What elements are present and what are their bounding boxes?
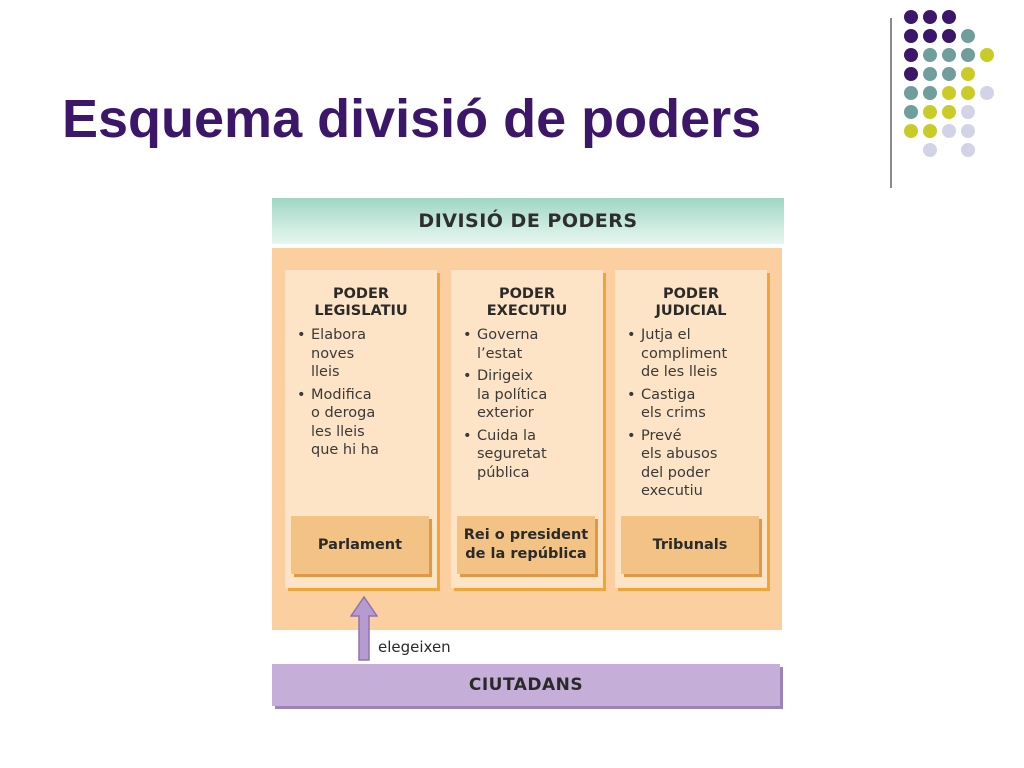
institution-box: Rei o president de la república	[457, 516, 595, 574]
decorative-dot	[923, 86, 937, 100]
diagram-header-text: DIVISIÓ DE PODERS	[418, 210, 638, 232]
powers-panel: PODER LEGISLATIU Elabora noves lleis Mod…	[272, 248, 782, 630]
column-executive: PODER EXECUTIU Governa l’estat Dirigeix …	[451, 270, 603, 588]
decorative-dot	[923, 105, 937, 119]
decorative-dot	[980, 48, 994, 62]
decorative-dot	[942, 105, 956, 119]
arrow-label: elegeixen	[378, 638, 451, 656]
institution-box: Parlament	[291, 516, 429, 574]
decorative-dot	[904, 105, 918, 119]
list-item: Elabora noves lleis	[295, 326, 435, 382]
citizens-bar: CIUTADANS	[272, 664, 780, 706]
decorative-dot	[961, 143, 975, 157]
list-item: Governa l’estat	[461, 326, 601, 363]
list-item: Castiga els crims	[625, 386, 765, 423]
column-legislative: PODER LEGISLATIU Elabora noves lleis Mod…	[285, 270, 437, 588]
decorative-dot	[923, 29, 937, 43]
decorative-dot	[961, 29, 975, 43]
column-title: PODER EXECUTIU	[486, 286, 568, 319]
decorative-divider-line	[890, 18, 892, 188]
decorative-dot	[923, 10, 937, 24]
decorative-dot	[961, 124, 975, 138]
decorative-dot	[942, 10, 956, 24]
decorative-dot	[942, 124, 956, 138]
decorative-dot	[904, 48, 918, 62]
decorative-dot	[923, 124, 937, 138]
decorative-dot	[904, 86, 918, 100]
citizens-label: CIUTADANS	[468, 675, 584, 695]
list-item: Prevé els abusos del poder executiu	[625, 427, 765, 501]
diagram-header: DIVISIÓ DE PODERS	[272, 198, 784, 244]
decorative-dot	[904, 10, 918, 24]
decorative-dot	[942, 48, 956, 62]
decorative-dot	[923, 143, 937, 157]
slide-title: Esquema divisió de poders	[62, 89, 762, 149]
decorative-dot	[942, 29, 956, 43]
decorative-dot	[904, 29, 918, 43]
institution-box: Tribunals	[621, 516, 759, 574]
decorative-dot	[904, 67, 918, 81]
list-item: Dirigeix la política exterior	[461, 367, 601, 423]
decorative-dot	[923, 67, 937, 81]
decorative-dot	[980, 86, 994, 100]
column-function-list: Jutja el compliment de les lleis Castiga…	[625, 326, 765, 505]
decorative-dot	[923, 48, 937, 62]
decorative-dot	[942, 67, 956, 81]
decorative-dot	[961, 48, 975, 62]
column-judicial: PODER JUDICIAL Jutja el compliment de le…	[615, 270, 767, 588]
column-title: PODER JUDICIAL	[655, 286, 727, 319]
powers-diagram: DIVISIÓ DE PODERS PODER LEGISLATIU Elabo…	[272, 198, 786, 713]
decorative-dot-grid	[904, 10, 1014, 170]
decorative-dot	[961, 86, 975, 100]
column-title: PODER LEGISLATIU	[314, 286, 408, 319]
decorative-dot	[961, 67, 975, 81]
list-item: Cuida la seguretat pública	[461, 427, 601, 483]
decorative-dot	[942, 86, 956, 100]
column-function-list: Governa l’estat Dirigeix la política ext…	[461, 326, 601, 486]
list-item: Jutja el compliment de les lleis	[625, 326, 765, 382]
up-arrow-icon	[350, 596, 378, 661]
decorative-dot	[904, 124, 918, 138]
column-function-list: Elabora noves lleis Modifica o deroga le…	[295, 326, 435, 464]
decorative-dot	[961, 105, 975, 119]
list-item: Modifica o deroga les lleis que hi ha	[295, 386, 435, 460]
